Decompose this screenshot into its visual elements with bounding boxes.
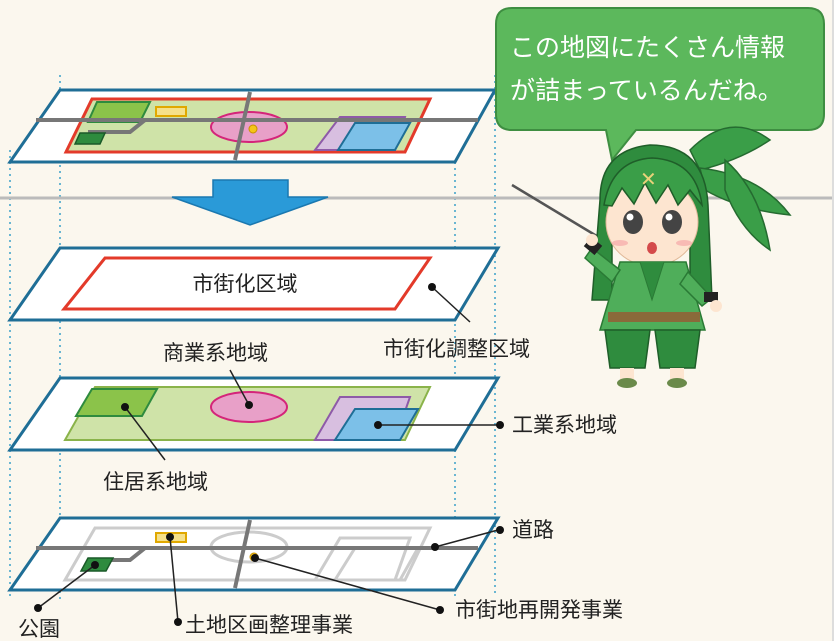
facilities-leaders <box>37 529 499 623</box>
road-label: 道路 <box>512 518 554 542</box>
commercial-zone-label: 商業系地域 <box>163 341 268 365</box>
dotted-guides <box>9 75 496 600</box>
land-readjustment-label: 土地区画整理事業 <box>185 613 353 637</box>
speech-bubble <box>495 7 825 163</box>
down-arrow-icon <box>171 179 329 226</box>
land-use-leader-dots <box>121 401 504 429</box>
land-use-leaders <box>124 369 500 461</box>
redevelopment-label: 市街地再開発事業 <box>455 598 623 622</box>
facilities-layer <box>7 516 501 592</box>
mascot-character-icon: ✕ <box>511 126 792 388</box>
urbanization-control-area-label: 市街化調整区域 <box>383 337 530 361</box>
speech-bubble-line-2: が詰まっているんだね。 <box>510 76 783 105</box>
industrial-zone-label: 工業系地域 <box>512 413 617 437</box>
land-use-layer <box>7 376 501 452</box>
park-label: 公園 <box>18 617 60 641</box>
residential-zone-label: 住居系地域 <box>103 470 208 494</box>
svg-text:✕: ✕ <box>640 167 657 191</box>
urban-area-label: 市街化区域 <box>193 272 298 296</box>
combined-map-layer <box>7 88 498 164</box>
urbanization-control-leader <box>428 283 471 323</box>
facilities-leader-dots <box>34 526 504 626</box>
urbanization-layer <box>7 246 501 322</box>
speech-bubble-line-1: この地図にたくさん情報 <box>510 33 785 62</box>
